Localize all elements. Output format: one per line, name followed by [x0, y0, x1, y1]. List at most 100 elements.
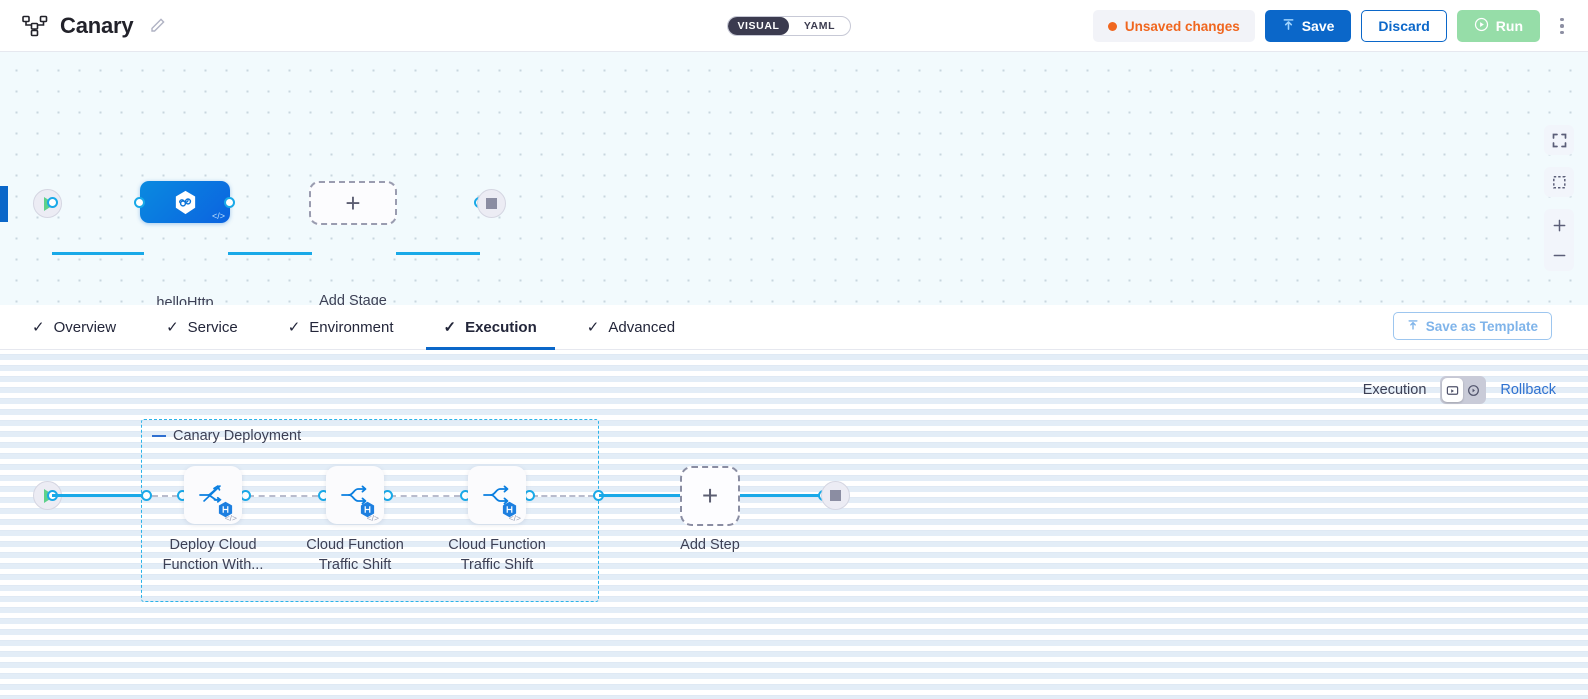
execution-rollback-toggle[interactable]	[1440, 376, 1487, 404]
step-group-header[interactable]: Canary Deployment	[152, 428, 301, 444]
tab-advanced[interactable]: ✓ Advanced	[569, 305, 693, 350]
discard-label: Discard	[1378, 18, 1430, 34]
canvas-left-accent	[0, 186, 8, 222]
plus-icon: +	[345, 188, 361, 218]
canvas-controls	[1544, 125, 1574, 271]
step-label-3: Cloud Function Traffic Shift	[437, 535, 557, 575]
pipeline-stage-canvas[interactable]: </> helloHttp + Add Stage	[0, 52, 1588, 305]
stop-icon	[486, 198, 497, 209]
traffic-shift-icon	[481, 482, 513, 508]
code-badge-icon: </>	[211, 211, 225, 221]
collapse-dash-icon[interactable]	[152, 434, 166, 438]
connector-start-to-stage	[52, 252, 144, 255]
step-group-label: Canary Deployment	[173, 428, 302, 444]
check-icon: ✓	[166, 319, 179, 336]
config-tabs: ✓ Overview ✓ Service ✓ Environment ✓ Exe…	[0, 305, 1588, 350]
step-cloud-function-traffic-shift-2[interactable]: </>	[468, 466, 526, 524]
connector-start-to-group	[52, 494, 146, 497]
tab-overview[interactable]: ✓ Overview	[14, 305, 134, 350]
selection-box-icon[interactable]	[1544, 167, 1574, 197]
step-label-line2: Traffic Shift	[460, 557, 534, 573]
harness-hex-badge	[359, 501, 376, 518]
step-label-1: Deploy Cloud Function With...	[153, 535, 273, 575]
step-label-line1: Cloud Function	[306, 537, 404, 553]
execution-mode-label: Execution	[1362, 382, 1427, 398]
step-label-line2: Traffic Shift	[318, 557, 392, 573]
add-step-label: Add Step	[680, 537, 740, 553]
toggle-yaml[interactable]: YAML	[803, 20, 836, 32]
run-label: Run	[1495, 18, 1523, 34]
connector-stage-to-add	[228, 252, 312, 255]
traffic-shift-icon	[339, 482, 371, 508]
toggle-visual[interactable]: VISUAL	[728, 17, 789, 35]
fullscreen-icon[interactable]	[1544, 125, 1574, 155]
view-mode-toggle[interactable]: VISUAL YAML	[727, 16, 851, 36]
tab-label: Execution	[465, 318, 537, 336]
execution-mode-switcher: Execution Rollback	[1363, 376, 1556, 404]
step-label-line1: Cloud Function	[448, 537, 546, 553]
tab-label: Service	[187, 318, 238, 336]
add-stage-label: Add Stage	[319, 293, 387, 305]
port-stage-in[interactable]	[134, 197, 145, 208]
connector-add-to-end	[396, 252, 480, 255]
execution-steps-canvas[interactable]: Execution Rollback Canary Deploymen	[0, 350, 1588, 699]
canvas-grid	[0, 350, 1588, 699]
execution-end-node[interactable]	[821, 481, 850, 510]
connector-step3-to-group-out	[532, 495, 594, 497]
save-as-template-label: Save as Template	[1425, 318, 1538, 334]
check-icon: ✓	[32, 319, 45, 336]
run-button[interactable]: Run	[1456, 10, 1540, 42]
step-deploy-cloud-function[interactable]: </>	[184, 466, 242, 524]
save-label: Save	[1301, 18, 1335, 34]
save-button[interactable]: Save	[1264, 10, 1352, 42]
connector-step1-to-step2	[248, 495, 318, 497]
port-stage-out[interactable]	[224, 197, 235, 208]
tab-label: Environment	[309, 318, 394, 336]
rollback-mode-icon[interactable]	[1463, 378, 1484, 402]
play-circle-icon	[1474, 17, 1489, 35]
plus-icon: +	[701, 480, 719, 511]
harness-hex-badge	[501, 501, 518, 518]
step-label-line2: Function With...	[162, 557, 264, 573]
pipeline-end-node[interactable]	[477, 189, 506, 218]
zoom-out-icon[interactable]	[1544, 240, 1574, 270]
rollback-label[interactable]: Rollback	[1500, 382, 1556, 398]
tab-label: Advanced	[608, 318, 676, 336]
tab-environment[interactable]: ✓ Environment	[270, 305, 412, 350]
check-icon: ✓	[586, 319, 600, 336]
pencil-icon[interactable]	[149, 17, 166, 34]
page-title: Canary	[60, 12, 134, 38]
code-badge-icon: </>	[224, 513, 237, 523]
more-options-icon[interactable]	[1550, 10, 1574, 42]
header-left-group: Canary	[0, 13, 166, 39]
step-group-canary-deployment[interactable]	[141, 419, 599, 602]
hexagon-link-icon	[172, 189, 199, 216]
stop-icon	[830, 490, 841, 501]
status-badge-unsaved: Unsaved changes	[1092, 10, 1255, 42]
port-group-in[interactable]	[141, 490, 152, 501]
port-start-out[interactable]	[47, 197, 58, 208]
unsaved-label: Unsaved changes	[1124, 18, 1240, 34]
connector-group-in-to-step1	[152, 495, 178, 497]
add-stage-button[interactable]: +	[309, 181, 397, 225]
connector-group-to-addstep	[599, 494, 680, 497]
harness-hex-badge	[217, 501, 234, 518]
step-cloud-function-traffic-shift-1[interactable]: </>	[326, 466, 384, 524]
check-icon: ✓	[443, 319, 457, 336]
step-label-line1: Deploy Cloud	[169, 537, 257, 553]
tab-service[interactable]: ✓ Service	[148, 305, 256, 350]
save-template-icon	[1407, 319, 1419, 334]
check-icon: ✓	[287, 319, 301, 336]
execution-mode-icon[interactable]	[1442, 378, 1464, 402]
discard-button[interactable]: Discard	[1361, 10, 1447, 42]
stage-node-hellohttp[interactable]: </>	[140, 181, 230, 223]
connector-addstep-to-end	[740, 494, 824, 497]
deploy-function-icon	[197, 482, 229, 508]
status-dot-icon	[1107, 21, 1117, 31]
tab-execution[interactable]: ✓ Execution	[425, 305, 556, 350]
add-step-button[interactable]: +	[680, 466, 740, 526]
save-as-template-button[interactable]: Save as Template	[1392, 312, 1552, 340]
code-badge-icon: </>	[366, 513, 379, 523]
zoom-in-icon[interactable]	[1544, 210, 1574, 240]
tab-label: Overview	[53, 318, 117, 336]
